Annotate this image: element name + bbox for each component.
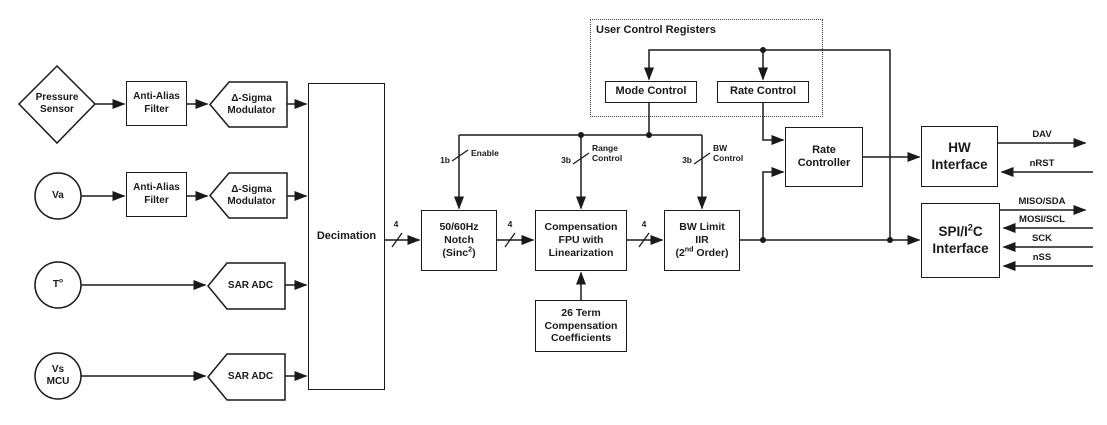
mosi-scl-signal-label: MOSI/SCL bbox=[1019, 214, 1065, 225]
mode-control-block: Mode Control bbox=[605, 81, 697, 103]
bus-width-label-3: 4 bbox=[641, 219, 647, 229]
range-bits-label: 3b bbox=[561, 155, 571, 165]
enable-bits-label: 1b bbox=[440, 155, 450, 165]
spi-i2c-interface-block: SPI/I2C Interface bbox=[921, 203, 1000, 278]
decimation-block: Decimation bbox=[308, 83, 385, 390]
vs-mcu-node: Vs MCU bbox=[46, 364, 70, 387]
hw-interface-block: HW Interface bbox=[921, 126, 998, 187]
sar-adc-2-shape bbox=[207, 353, 286, 401]
temperature-node: To bbox=[52, 277, 64, 291]
bw-limit-iir-block: BW Limit IIR (2nd Order) bbox=[664, 210, 740, 271]
pressure-sensor-shape bbox=[17, 64, 97, 145]
delta-sigma-modulator-1-block: Δ-Sigma Modulator bbox=[227, 92, 276, 116]
enable-label: Enable bbox=[471, 148, 499, 158]
junction-dots bbox=[578, 47, 893, 243]
va-node: Va bbox=[52, 190, 64, 202]
range-control-label: Range Control bbox=[592, 143, 623, 164]
nss-signal-label: nSS bbox=[1032, 252, 1052, 263]
bus-width-label-1: 4 bbox=[393, 219, 399, 229]
compensation-coefficients-block: 26 Term Compensation Coefficients bbox=[535, 300, 627, 352]
sar-adc-1-shape bbox=[207, 262, 286, 310]
anti-alias-filter-1-block: Anti-Alias Filter bbox=[126, 81, 187, 126]
notch-filter-block: 50/60Hz Notch (Sinc2) bbox=[421, 210, 497, 271]
anti-alias-filter-2-block: Anti-Alias Filter bbox=[126, 172, 187, 217]
bw-control-label: BW Control bbox=[713, 143, 744, 164]
bus-width-label-2: 4 bbox=[507, 219, 513, 229]
bus-slash-marks bbox=[391, 149, 711, 248]
miso-sda-signal-label: MISO/SDA bbox=[1018, 196, 1066, 207]
bw-bits-label: 3b bbox=[682, 155, 692, 165]
user-control-registers-label: User Control Registers bbox=[596, 24, 716, 36]
dav-signal-label: DAV bbox=[1032, 129, 1052, 140]
compensation-fpu-block: Compensation FPU with Linearization bbox=[535, 210, 627, 271]
sar-adc-1-block: SAR ADC bbox=[227, 280, 274, 292]
delta-sigma-modulator-2-block: Δ-Sigma Modulator bbox=[227, 183, 276, 207]
nrst-signal-label: nRST bbox=[1029, 158, 1055, 169]
sar-adc-2-block: SAR ADC bbox=[227, 371, 274, 383]
rate-control-block: Rate Control bbox=[717, 81, 809, 103]
sck-signal-label: SCK bbox=[1031, 233, 1053, 244]
rate-controller-block: Rate Controller bbox=[785, 127, 863, 187]
user-control-registers-group bbox=[590, 19, 823, 117]
pressure-sensor-node: Pressure Sensor bbox=[35, 92, 79, 115]
